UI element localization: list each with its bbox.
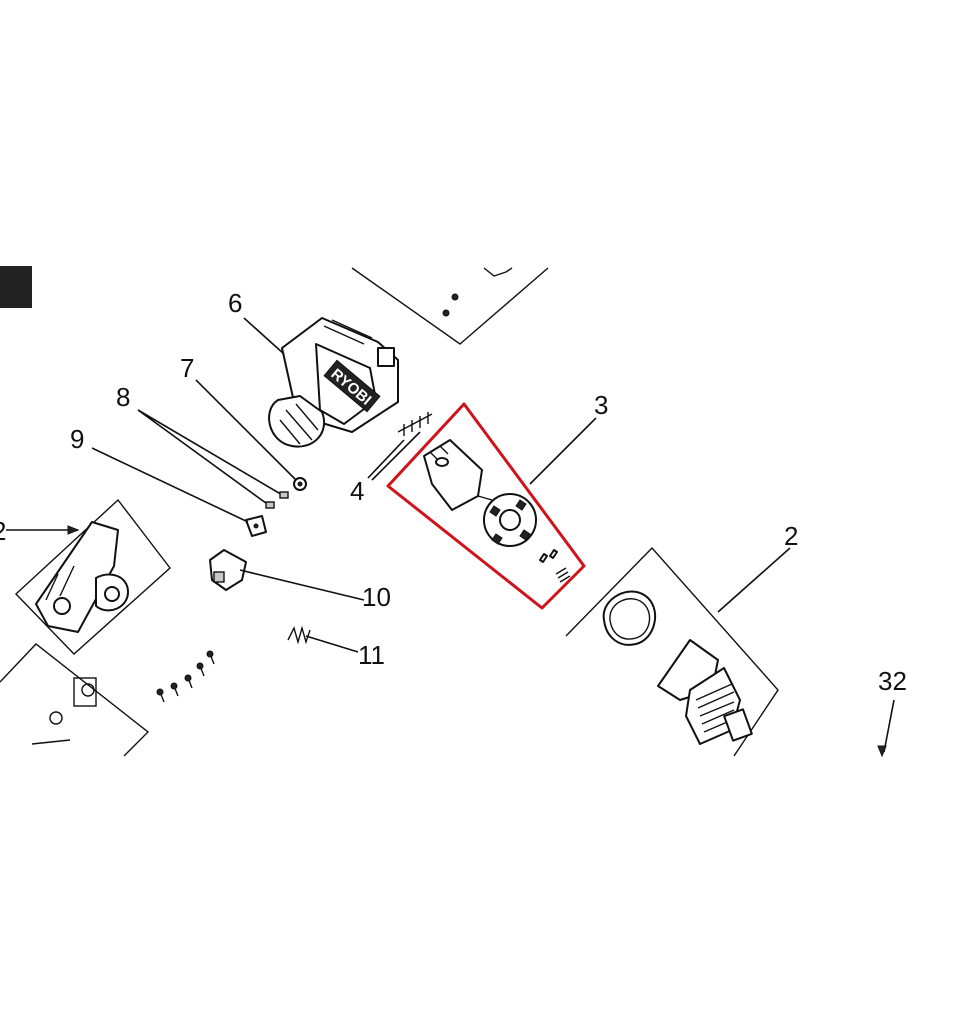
callout-32: 32 bbox=[878, 666, 907, 696]
part-3-motor-assembly bbox=[423, 439, 571, 583]
callout-2: 2 bbox=[784, 521, 798, 551]
callout-7: 7 bbox=[180, 353, 194, 383]
callout-8: 8 bbox=[116, 382, 130, 412]
loose-screws bbox=[156, 650, 215, 703]
edge-block bbox=[0, 266, 32, 308]
part-4-brush-springs bbox=[367, 412, 433, 481]
callout-9: 9 bbox=[70, 424, 84, 454]
part-9-terminal bbox=[245, 515, 267, 537]
part-10-switch bbox=[209, 549, 247, 591]
callout-3: 3 bbox=[594, 390, 608, 420]
callout-11: 11 bbox=[358, 640, 385, 670]
callout-6: 6 bbox=[228, 288, 242, 318]
callout-4: 4 bbox=[350, 476, 364, 506]
part-2-gearbox bbox=[565, 546, 779, 757]
part-7-ring bbox=[293, 477, 307, 491]
highlight-outline bbox=[386, 402, 586, 610]
callout-12: 2 bbox=[0, 516, 6, 546]
left-handle-panel bbox=[14, 498, 171, 655]
lower-left-partial-panel bbox=[0, 643, 150, 757]
part-11-spring bbox=[287, 625, 311, 645]
part-8-wires bbox=[137, 409, 289, 509]
top-partial-panel bbox=[351, 267, 549, 345]
callout-10: 10 bbox=[362, 582, 391, 612]
part-6-motor-housing: RYOBI bbox=[268, 317, 399, 448]
